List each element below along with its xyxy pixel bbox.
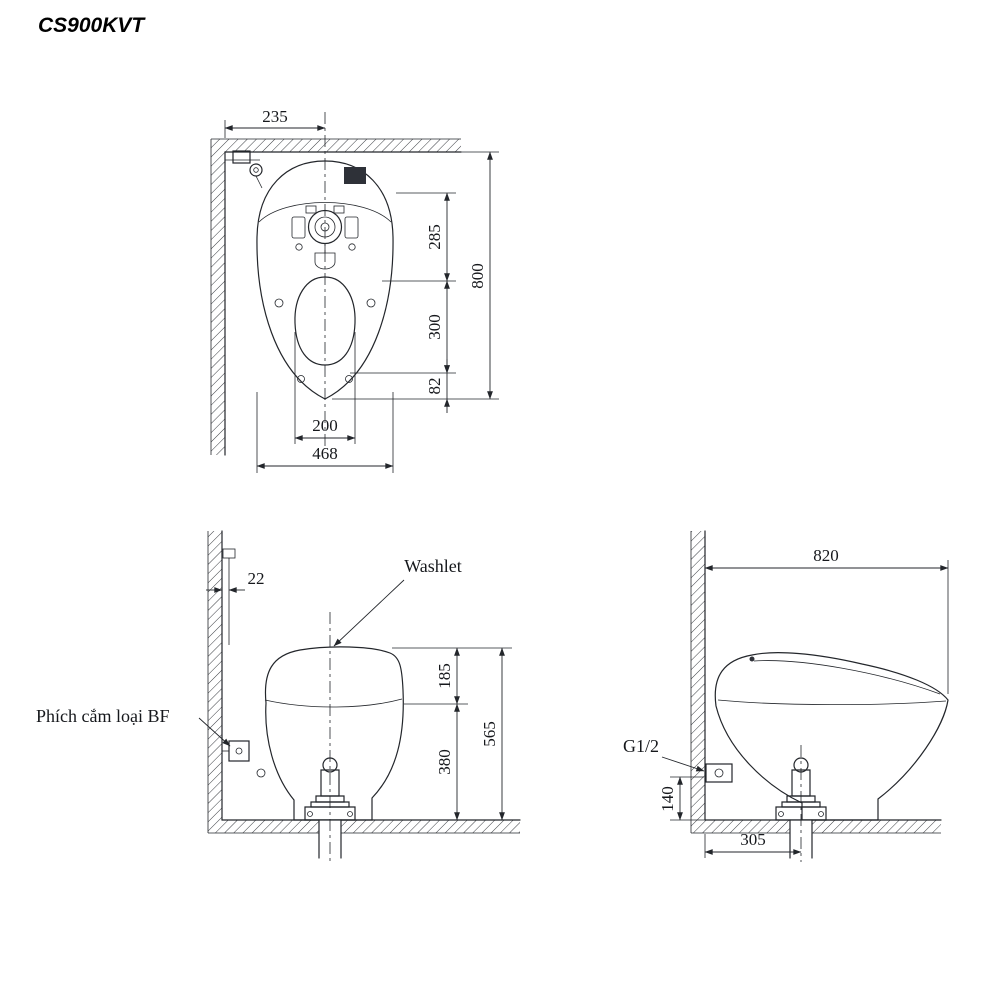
side-view-supply-pipe bbox=[222, 548, 236, 645]
dimension-185: 185 bbox=[435, 647, 460, 705]
dimension-300: 300 bbox=[425, 280, 450, 374]
top-view-supply-fitting bbox=[225, 150, 263, 189]
side-view-outlet-box bbox=[222, 740, 266, 778]
side-view-fixture-profile bbox=[264, 646, 404, 821]
dim-label-380: 380 bbox=[435, 749, 454, 775]
dimension-82: 82 bbox=[425, 359, 450, 413]
dim-label-300: 300 bbox=[425, 314, 444, 340]
plug-leader-line bbox=[198, 717, 231, 747]
supply-label-group: G1/2 bbox=[623, 736, 705, 772]
dim-label-200: 200 bbox=[312, 416, 338, 435]
dimension-235: 235 bbox=[224, 107, 326, 138]
dim-label-468: 468 bbox=[312, 444, 338, 463]
top-view-extension-lines bbox=[332, 151, 499, 400]
dimension-820: 820 bbox=[704, 546, 949, 694]
washlet-label: Washlet bbox=[404, 556, 462, 576]
dim-label-140: 140 bbox=[658, 786, 677, 812]
rear-view-supply-fitting bbox=[705, 763, 733, 783]
top-view: 235 285 300 82 800 bbox=[210, 107, 499, 473]
dim-label-22: 22 bbox=[248, 569, 265, 588]
dim-label-820: 820 bbox=[813, 546, 839, 565]
dimension-285: 285 bbox=[425, 192, 450, 282]
dimension-468: 468 bbox=[256, 392, 394, 473]
page-title: CS900KVT bbox=[38, 14, 146, 37]
rear-view: G1/2 820 140 305 bbox=[623, 530, 949, 862]
dimension-305: 305 bbox=[704, 830, 802, 858]
rear-view-hinge-dot bbox=[749, 656, 755, 662]
supply-label: G1/2 bbox=[623, 736, 659, 756]
dimension-565: 565 bbox=[480, 647, 505, 821]
dim-label-82: 82 bbox=[425, 378, 444, 395]
rear-view-wall-floor bbox=[690, 530, 942, 834]
top-view-wall bbox=[210, 138, 462, 456]
dimension-200: 200 bbox=[294, 332, 356, 444]
dim-label-565: 565 bbox=[480, 721, 499, 747]
dim-label-285: 285 bbox=[425, 224, 444, 250]
plug-label-group: Phích cắm loại BF bbox=[36, 706, 231, 747]
top-view-control-panel bbox=[344, 167, 366, 184]
dim-label-800: 800 bbox=[468, 263, 487, 289]
washlet-label-group: Washlet bbox=[333, 556, 462, 647]
plug-label: Phích cắm loại BF bbox=[36, 706, 170, 726]
rear-view-fixture-profile bbox=[714, 652, 949, 821]
dimension-140: 140 bbox=[658, 776, 705, 821]
dimension-22: 22 bbox=[206, 569, 265, 593]
supply-leader-line bbox=[661, 756, 705, 772]
dim-label-305: 305 bbox=[740, 830, 766, 849]
dimension-380: 380 bbox=[435, 703, 460, 821]
dim-label-185: 185 bbox=[435, 663, 454, 689]
dim-label-235: 235 bbox=[262, 107, 288, 126]
side-view-wall-floor bbox=[207, 530, 521, 834]
side-view: Phích cắm loại BF Washlet 22 185 380 bbox=[36, 530, 521, 862]
washlet-leader-line bbox=[333, 579, 405, 647]
dimension-800: 800 bbox=[468, 151, 493, 400]
